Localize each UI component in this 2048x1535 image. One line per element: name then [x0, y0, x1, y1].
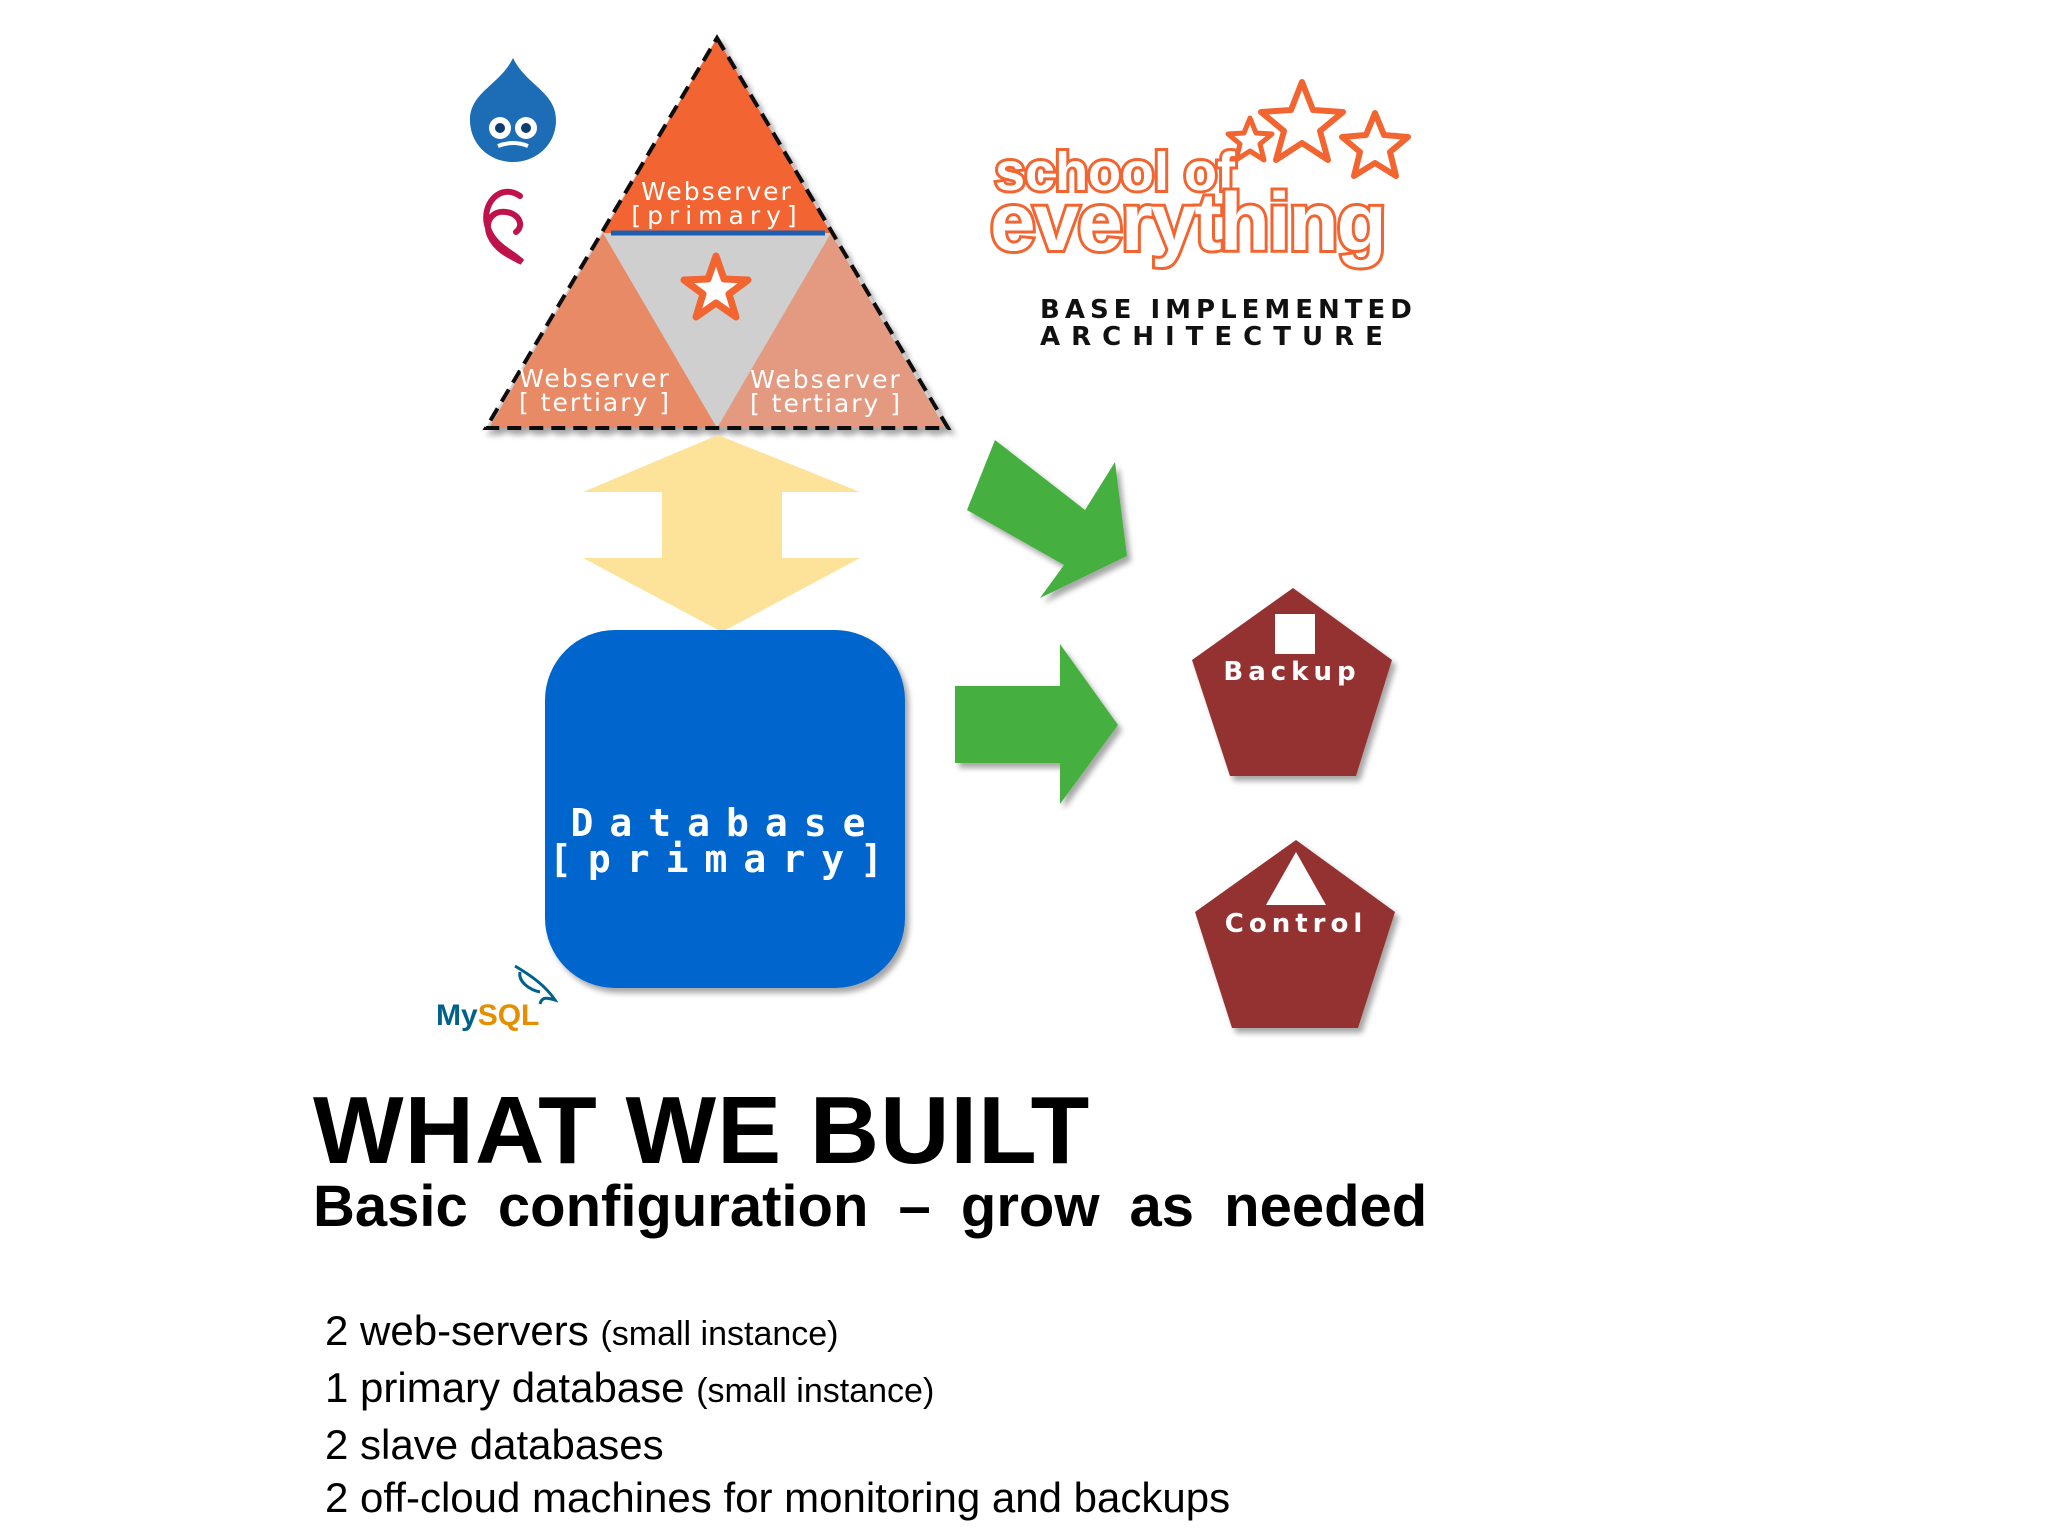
star-icon: [680, 252, 752, 321]
drupal-icon: [470, 58, 556, 162]
bullet-text: 2 web-servers: [325, 1307, 589, 1354]
backup-node: [1192, 588, 1392, 776]
caption-architecture: ARCHITECTURE: [1040, 322, 1394, 352]
star-icon: [1225, 115, 1275, 163]
webserver-primary-node: [603, 38, 831, 233]
bullet-item: 1 primary database (small instance): [325, 1361, 1230, 1418]
database-role: [primary]: [549, 837, 899, 881]
control-node: [1195, 840, 1395, 1028]
database-name: Database: [570, 801, 881, 845]
stop-square-icon: [1275, 614, 1315, 654]
webserver-tertiary-left-name: Webserver: [519, 364, 671, 393]
caption-base-implemented: BASE IMPLEMENTED: [1040, 295, 1417, 325]
mysql-logo: MySQL: [436, 964, 559, 1032]
slide-title: WHAT WE BUILT: [313, 1077, 1091, 1184]
slide-subtitle: Basic configuration – grow as needed: [313, 1174, 1428, 1239]
bullet-note: (small instance): [696, 1372, 935, 1410]
play-triangle-icon: [1266, 852, 1326, 905]
webserver-primary-name: Webserver: [641, 177, 793, 206]
control-label: Control: [1225, 909, 1367, 939]
school-of-everything-logo: school of everything: [987, 79, 1411, 271]
webserver-primary-role: [primary]: [631, 201, 802, 230]
arrow-web-to-offcloud: [967, 440, 1127, 598]
mysql-logo-sql: SQL: [478, 999, 540, 1032]
school-of-text: school of: [995, 142, 1236, 202]
webserver-tertiary-node-left: [489, 233, 717, 428]
bullet-text: 1 primary database: [325, 1364, 685, 1411]
webserver-tertiary-right-role: [ tertiary ]: [750, 389, 902, 418]
bullet-item: 2 slave databases: [325, 1418, 1230, 1471]
webserver-tertiary-node-right: [717, 233, 945, 428]
webserver-tertiary-right-name: Webserver: [750, 365, 902, 394]
star-icon: [1258, 79, 1346, 163]
webserver-cluster: [482, 34, 952, 430]
bullet-note: (small instance): [600, 1315, 839, 1353]
bullet-list: 2 web-servers (small instance) 1 primary…: [325, 1304, 1230, 1524]
database-primary-node: [545, 630, 905, 988]
bidirectional-arrow: [583, 435, 860, 632]
bullet-item: 2 off-cloud machines for monitoring and …: [325, 1471, 1230, 1524]
star-icon: [1339, 110, 1411, 179]
debian-icon: [483, 188, 525, 265]
mysql-logo-my: My: [436, 999, 478, 1032]
backup-label: Backup: [1223, 657, 1360, 687]
webserver-tertiary-left-role: [ tertiary ]: [519, 388, 671, 417]
svg-text:MySQL: MySQL: [436, 999, 539, 1032]
bullet-item: 2 web-servers (small instance): [325, 1304, 1230, 1361]
everything-text: everything: [990, 177, 1385, 268]
bullet-text: 2 off-cloud machines for monitoring and …: [325, 1474, 1231, 1521]
bullet-text: 2 slave databases: [325, 1421, 664, 1468]
arrow-db-to-offcloud: [955, 644, 1118, 804]
